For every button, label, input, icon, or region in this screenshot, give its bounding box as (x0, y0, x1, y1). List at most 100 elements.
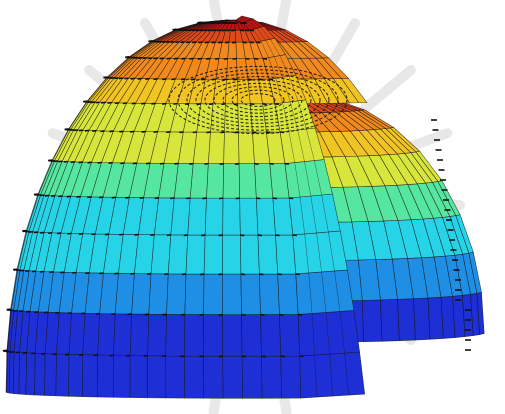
load-arrow (5, 350, 11, 353)
outer-mesh-cell (184, 314, 204, 357)
outer-mesh-cell (113, 313, 132, 356)
load-arrow (245, 57, 250, 60)
outer-mesh-cell (34, 352, 46, 396)
edge-mesh-line (270, 39, 281, 56)
outer-mesh-cell (256, 197, 276, 236)
outer-mesh-cell (240, 234, 260, 275)
load-arrow (100, 130, 105, 133)
outer-mesh-cell (184, 273, 205, 315)
load-arrow (180, 313, 185, 316)
load-arrow (262, 57, 268, 60)
load-arrow (218, 197, 224, 200)
load-arrow (66, 195, 71, 198)
load-arrow (78, 353, 83, 356)
load-arrow (91, 101, 96, 104)
load-arrow (49, 271, 54, 274)
load-arrow (260, 313, 265, 316)
load-arrow (114, 77, 119, 80)
load-arrow (166, 57, 171, 60)
load-arrow (181, 57, 186, 60)
load-arrow (180, 78, 186, 81)
load-arrow (143, 354, 148, 358)
outer-mesh-cell (147, 313, 167, 357)
load-arrow (231, 29, 236, 32)
load-arrow (199, 313, 204, 316)
load-arrow (130, 272, 135, 275)
load-arrow (233, 78, 238, 81)
load-arrow (126, 354, 131, 357)
load-arrow (240, 273, 246, 276)
load-arrow (146, 272, 152, 275)
edge-mesh-line (297, 129, 305, 162)
crown-ring (168, 65, 348, 135)
load-arrow (95, 312, 100, 315)
load-arrow (231, 41, 237, 44)
load-arrow (124, 77, 129, 80)
load-arrow (179, 131, 184, 134)
load-arrow (241, 313, 246, 316)
load-arrow (272, 197, 277, 200)
load-arrow (147, 57, 152, 60)
edge-mesh-cell (284, 159, 333, 199)
outer-mesh-cell (208, 131, 225, 164)
load-arrow (24, 230, 30, 233)
load-arrow (242, 21, 247, 25)
load-arrow (56, 232, 62, 235)
load-arrow (111, 196, 116, 199)
load-arrow (73, 129, 78, 132)
outer-mesh-cell (227, 41, 237, 59)
load-arrow (240, 29, 245, 32)
load-arrow (196, 102, 201, 106)
load-arrow (184, 102, 190, 106)
interior-mesh-cell (362, 299, 383, 343)
load-arrow (221, 103, 226, 106)
outer-mesh-cell (259, 273, 280, 315)
load-arrow (295, 273, 300, 276)
edge-mesh-line (310, 195, 317, 233)
load-arrow (41, 352, 46, 355)
load-arrow (162, 313, 167, 316)
edge-mesh-line (247, 20, 258, 29)
edge-mesh-line (288, 76, 299, 101)
load-arrow (199, 29, 204, 32)
load-arrow (87, 196, 92, 199)
load-arrow (206, 57, 211, 60)
load-arrow (197, 57, 202, 60)
outer-mesh-cell (112, 354, 131, 398)
load-arrow (141, 130, 146, 133)
load-arrow (233, 103, 238, 106)
edge-mesh-line (273, 56, 283, 78)
outer-mesh-cell (222, 163, 241, 199)
outer-mesh-cell (257, 234, 279, 275)
load-arrow (220, 131, 225, 134)
load-arrow (55, 311, 60, 314)
outer-mesh-cell (189, 163, 209, 199)
load-arrow (195, 29, 200, 32)
load-arrow (159, 57, 164, 60)
load-arrow (192, 131, 197, 134)
load-arrow (85, 271, 90, 275)
outer-mesh-cell (241, 314, 262, 357)
outer-mesh-cell (241, 355, 263, 399)
edge-mesh-line (325, 312, 330, 355)
load-arrow (119, 130, 124, 133)
edge-mesh-line (304, 161, 312, 197)
edge-mesh-line (256, 28, 266, 41)
load-arrow (87, 161, 92, 164)
load-arrow (162, 78, 167, 81)
load-arrow (190, 78, 196, 81)
load-arrow (70, 160, 75, 164)
outer-mesh-cell (18, 351, 27, 395)
edge-mesh-line (275, 78, 283, 103)
load-arrow (114, 272, 119, 275)
load-arrow (67, 232, 72, 235)
outer-mesh-cell (275, 234, 297, 275)
load-arrow (252, 131, 257, 134)
load-arrow (280, 131, 285, 134)
load-arrow (235, 162, 240, 165)
load-arrow (108, 161, 113, 165)
load-arrow (258, 78, 263, 81)
outer-mesh-cell (167, 234, 189, 275)
load-arrow (141, 102, 146, 105)
load-arrow (93, 354, 98, 357)
